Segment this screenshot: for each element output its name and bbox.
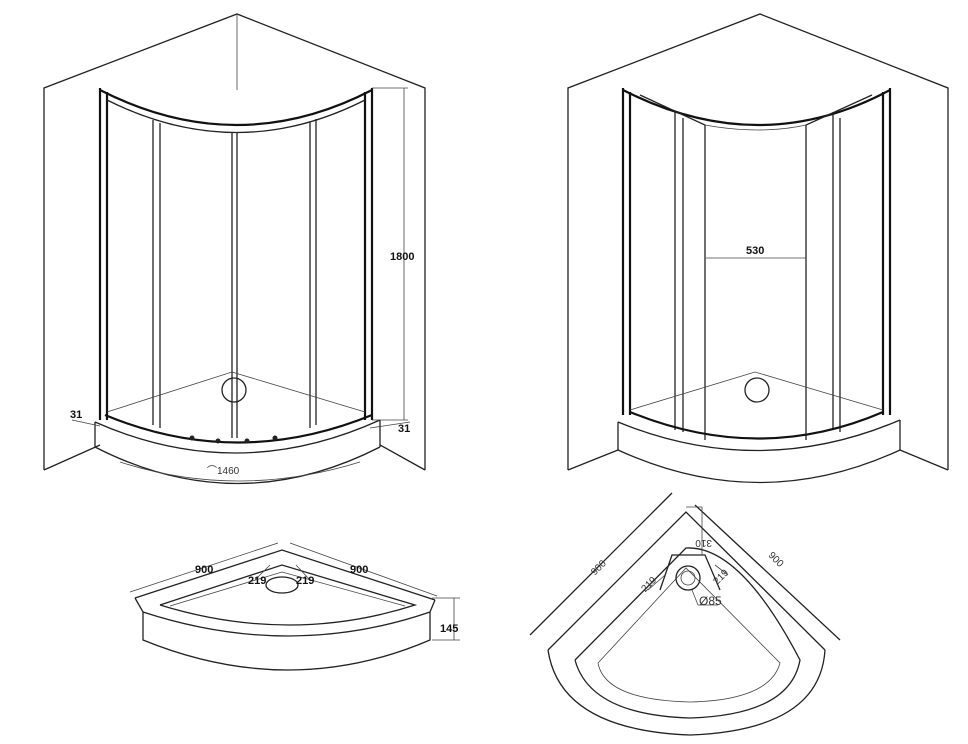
enclosure-frame [98, 88, 374, 438]
right-profile-label: 31 [398, 423, 410, 435]
tray-perspective-view: 900 900 219 219 145 [129, 542, 460, 671]
tray-side-right-label: 900 [350, 564, 368, 576]
front-elevation-view: 1800 31 31 ⌒1460 [43, 13, 426, 485]
dimension-door-opening: 530 [706, 245, 806, 259]
door-opening-label: 530 [746, 245, 764, 257]
tray-height-label: 145 [440, 623, 458, 635]
drain-icon [744, 377, 770, 403]
drain-icon [675, 565, 701, 591]
door-open-elevation-view: 530 [567, 13, 949, 484]
plan-drain-offset-right-label: 219 [712, 567, 732, 587]
walls [43, 13, 426, 471]
plan-side-right-label: 900 [766, 550, 786, 570]
drain-icon [221, 377, 247, 403]
drain-offset-left-label: 219 [248, 575, 266, 587]
shower-tray [617, 371, 901, 484]
height-label: 1800 [390, 251, 414, 263]
tray-plan-view: 900 900 310 219 219 Ø85 [529, 492, 841, 736]
arc-length-label: ⌒1460 [207, 465, 240, 477]
enclosure-frame [621, 88, 892, 440]
shower-tray [94, 371, 381, 485]
drain-diameter-label: Ø85 [699, 594, 722, 608]
plan-side-left-label: 900 [589, 558, 609, 578]
tray-side-left-label: 900 [195, 564, 213, 576]
drain-offset-right-label: 219 [296, 575, 314, 587]
drain-depth-label: 310 [695, 537, 712, 548]
walls [567, 13, 949, 471]
dimension-height: 1800 [372, 87, 414, 421]
left-profile-label: 31 [70, 409, 82, 421]
drain-icon [265, 576, 299, 594]
